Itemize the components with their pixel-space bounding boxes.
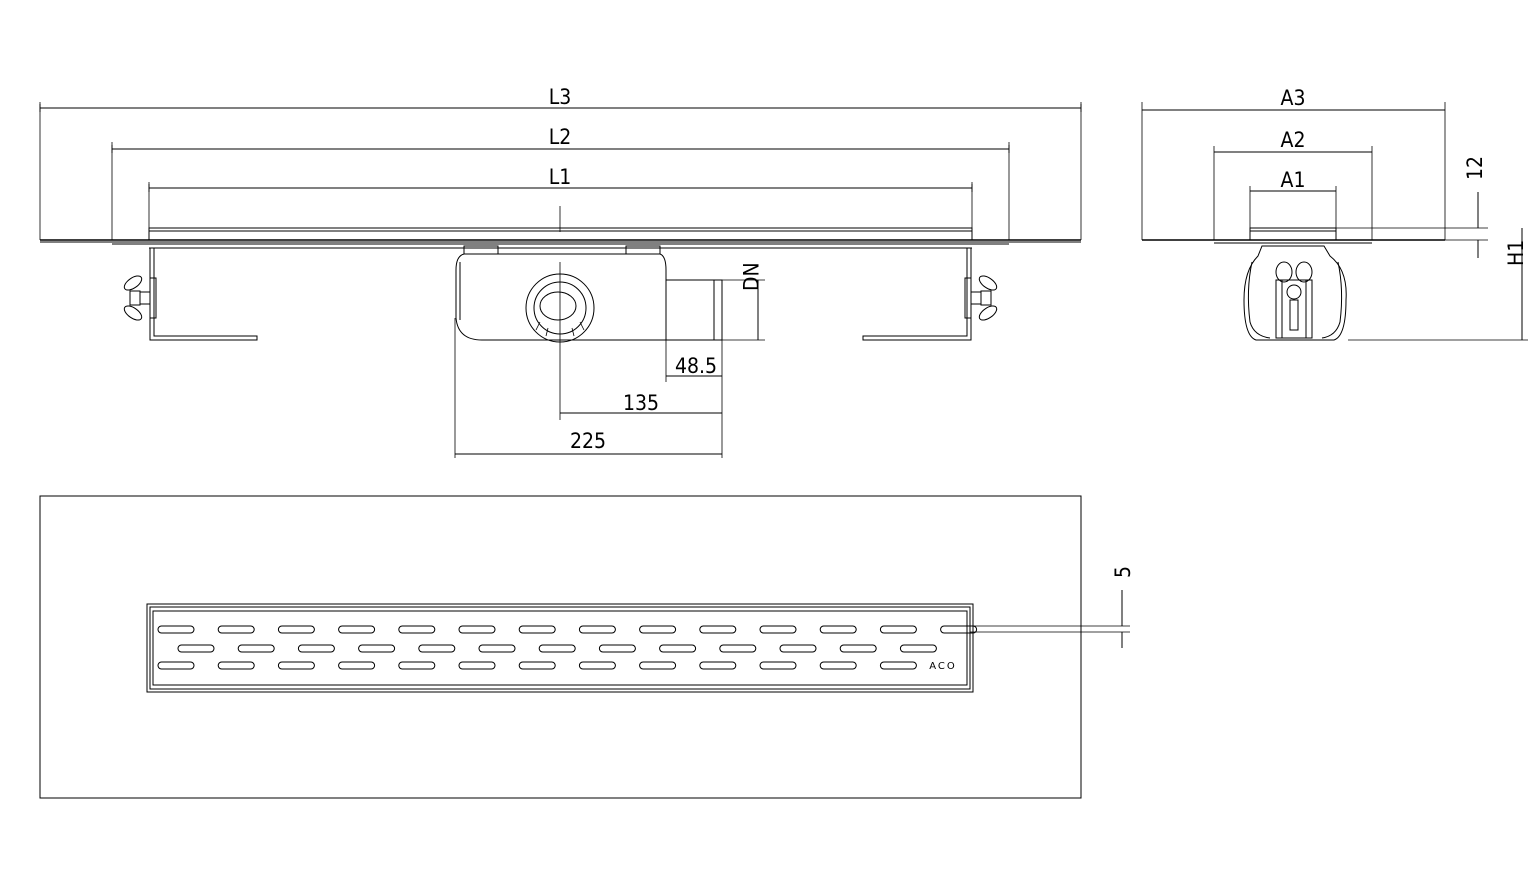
grating-slot: [719, 644, 757, 653]
grating-slot: [338, 625, 376, 634]
grating-slots: [157, 625, 978, 670]
dimension-label-dn: DN: [740, 262, 764, 291]
dimension-label-135: 135: [623, 391, 659, 415]
grating-slot: [940, 625, 978, 634]
grating-slot: [398, 625, 436, 634]
dimension-label-l3: L3: [549, 85, 572, 109]
grating-slot: [699, 625, 737, 634]
dimension-line-h1: [1348, 228, 1528, 341]
grating-slot: [458, 625, 496, 634]
grating-slot: [879, 661, 917, 670]
grating-slot: [538, 644, 576, 653]
dimension-label-5: 5: [1111, 566, 1135, 578]
channel-body: [112, 206, 1009, 249]
dimension-label-225: 225: [570, 429, 606, 453]
grating-slot: [358, 644, 396, 653]
left-mounting-bracket: [123, 248, 258, 341]
grating-slot: [659, 644, 697, 653]
grating-slot: [578, 661, 616, 670]
grating-slot: [418, 644, 456, 653]
plan-view: ACO 5: [39, 495, 1135, 799]
dimension-label-l1: L1: [549, 165, 572, 189]
grating-slot: [699, 661, 737, 670]
dimension-line-48-5: [665, 340, 723, 458]
dimension-line-l1: [148, 184, 973, 192]
end-view-body: [1243, 245, 1347, 341]
dimension-line-l3: [39, 104, 1082, 112]
dimension-label-l2: L2: [549, 125, 572, 149]
grating-slot: [237, 644, 275, 653]
grating-slot: [518, 661, 556, 670]
grating-slot: [297, 644, 335, 653]
dimension-label-a3: A3: [1281, 86, 1306, 110]
dimension-line-dn: [722, 279, 765, 341]
dimension-label-12: 12: [1463, 156, 1487, 180]
grating-slot: [598, 644, 636, 653]
grating-slot: [398, 661, 436, 670]
grating-slot: [879, 625, 917, 634]
dimension-label-h1: H1: [1504, 240, 1528, 266]
grating-slot: [217, 661, 255, 670]
grating-logo: ACO: [929, 661, 957, 672]
grating-slot: [157, 661, 195, 670]
grating-slot: [759, 661, 797, 670]
grating-slot: [819, 661, 857, 670]
dimension-label-a1: A1: [1281, 168, 1306, 192]
plan-flange-outline: [39, 495, 1082, 799]
dimension-line-l2: [111, 145, 1010, 153]
grating-slot: [177, 644, 215, 653]
dimension-line-5: [970, 590, 1130, 648]
side-view: L3 L2 L1: [39, 85, 1082, 458]
grating-slot: [759, 625, 797, 634]
grating-slot: [578, 625, 616, 634]
dimension-label-a2: A2: [1281, 128, 1306, 152]
grating-slot: [899, 644, 937, 653]
grating-slot: [839, 644, 877, 653]
grating-slot: [157, 625, 195, 634]
grating-slot: [338, 661, 376, 670]
grating-slot: [639, 625, 677, 634]
right-mounting-bracket: [862, 248, 998, 341]
dimension-label-48-5: 48.5: [675, 354, 717, 378]
grating-slot: [217, 625, 255, 634]
outlet-body: [455, 245, 723, 420]
grating-slot: [458, 661, 496, 670]
end-view: A3 A2 A1: [1141, 86, 1528, 341]
dimension-line-225: [454, 318, 722, 458]
grating-slot: [518, 625, 556, 634]
grating-slot: [819, 625, 857, 634]
grating: ACO: [146, 603, 978, 693]
grating-slot: [478, 644, 516, 653]
grating-slot: [639, 661, 677, 670]
grating-slot: [779, 644, 817, 653]
grating-slot: [277, 625, 315, 634]
dimension-line-12: [1336, 192, 1488, 258]
grating-slot: [277, 661, 315, 670]
